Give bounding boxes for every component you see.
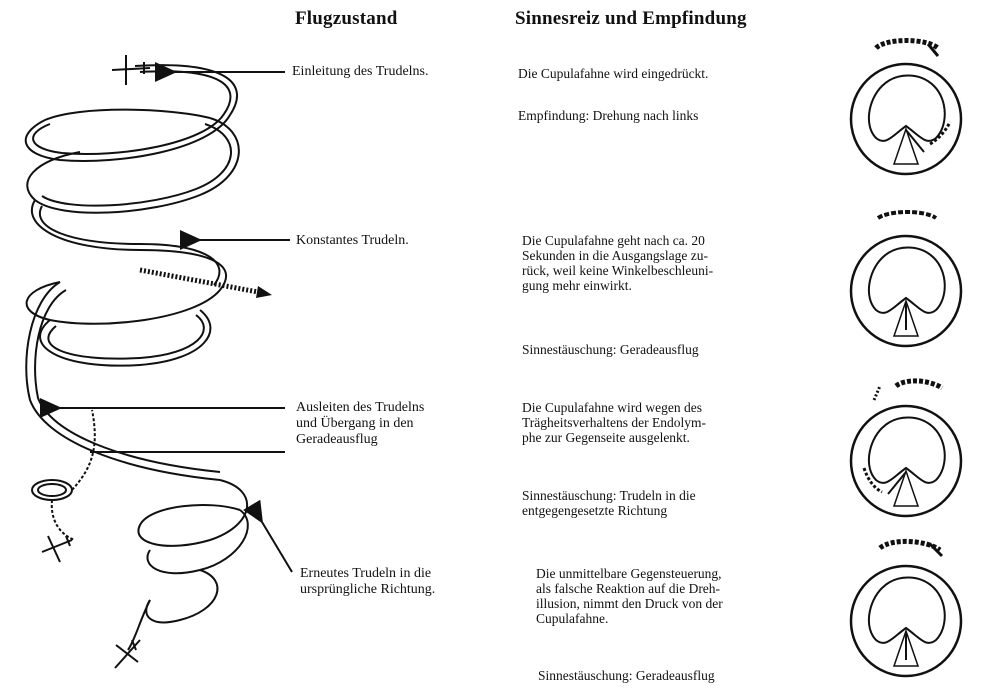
stage-4-desc-line: illusion, nimmt den Druck von der <box>536 596 723 611</box>
stage-1-state-line: Einleitung des Trudelns. <box>292 64 429 79</box>
stage-1-desc-line: Die Cupulafahne wird eingedrückt. <box>518 66 708 81</box>
stage-4-flight-state: Erneutes Trudeln in die ursprüngliche Ri… <box>300 566 435 598</box>
header-flight-state: Flugzustand <box>295 8 398 30</box>
stage-3-perception-line: Sinnestäuschung: Trudeln in die <box>522 488 696 503</box>
airplane-icon-bottom <box>115 640 140 668</box>
stage-3-desc-line: Die Cupulafahne wird wegen des <box>522 400 706 415</box>
spiral-coil-1-inner <box>33 71 230 154</box>
stage-2-flight-state: Konstantes Trudeln. <box>296 233 409 249</box>
stage-2-description: Die Cupulafahne geht nach ca. 20 Sekunde… <box>522 233 713 293</box>
spiral-lower-coil-2 <box>147 510 247 573</box>
spiral-coil-3 <box>27 200 226 324</box>
spiral-lower-coil-1 <box>138 480 247 546</box>
stage-1-perception: Empfindung: Drehung nach links <box>518 108 698 123</box>
stage-3-perception: Sinnestäuschung: Trudeln in die entgegen… <box>522 488 696 518</box>
spiral-tail <box>26 282 220 480</box>
stage-3-description: Die Cupulafahne wird wegen des Trägheits… <box>522 400 706 445</box>
airplane-icon-top <box>112 55 150 85</box>
dotted-pointer-arrow <box>140 270 258 292</box>
spiral-coil-2 <box>27 118 239 213</box>
spiral-coil-1 <box>26 65 237 161</box>
cupula-diagram-3 <box>846 376 968 526</box>
stage-4-state-line: ursprüngliche Richtung. <box>300 582 435 597</box>
stage-4-description: Die unmittelbare Gegensteuerung, als fal… <box>536 566 723 626</box>
stage-3-flight-state: Ausleiten des Trudelns und Übergang in d… <box>296 400 424 448</box>
cupula-diagram-1 <box>846 34 968 184</box>
stage-4-perception: Sinnestäuschung: Geradeausflug <box>538 668 715 683</box>
stage-2-desc-line: Sekunden in die Ausgangslage zu- <box>522 248 713 263</box>
stage-1-flight-state: Einleitung des Trudelns. <box>292 64 429 80</box>
stage-3-state-line: Geradeausflug <box>296 432 378 447</box>
stage-2-state-line: Konstantes Trudeln. <box>296 233 409 248</box>
cupula-diagram-2 <box>846 206 968 356</box>
stage-2-desc-line: gung mehr einwirkt. <box>522 278 713 293</box>
stage-2-desc-line: rück, weil keine Winkelbeschleuni- <box>522 263 713 278</box>
stage-3-perception-line: entgegengesetzte Richtung <box>522 503 696 518</box>
stage-4-state-line: Erneutes Trudeln in die <box>300 566 431 581</box>
stage-4-desc-line: Cupulafahne. <box>536 611 723 626</box>
stage-2-desc-line: Die Cupulafahne geht nach ca. 20 <box>522 233 713 248</box>
arrow-to-stage-4 <box>262 522 292 572</box>
stage-1-description: Die Cupulafahne wird eingedrückt. <box>518 66 708 81</box>
stage-3-state-line: und Übergang in den <box>296 416 414 431</box>
stage-3-desc-line: Trägheitsverhaltens der Endolym- <box>522 415 706 430</box>
stage-2-perception: Sinnestäuschung: Geradeausflug <box>522 342 699 357</box>
stage-4-desc-line: als falsche Reaktion auf die Dreh- <box>536 581 723 596</box>
header-sensation: Sinnesreiz und Empfindung <box>515 8 747 30</box>
stage-3-desc-line: phe zur Gegenseite ausgelenkt. <box>522 430 706 445</box>
airplane-icon-middle <box>42 536 72 562</box>
stage-4-desc-line: Die unmittelbare Gegensteuerung, <box>536 566 723 581</box>
cupula-diagram-4 <box>846 536 968 686</box>
stage-3-state-line: Ausleiten des Trudelns <box>296 400 424 415</box>
spiral-coil-4 <box>40 310 210 366</box>
spiral-lower-coil-3 <box>146 570 217 622</box>
